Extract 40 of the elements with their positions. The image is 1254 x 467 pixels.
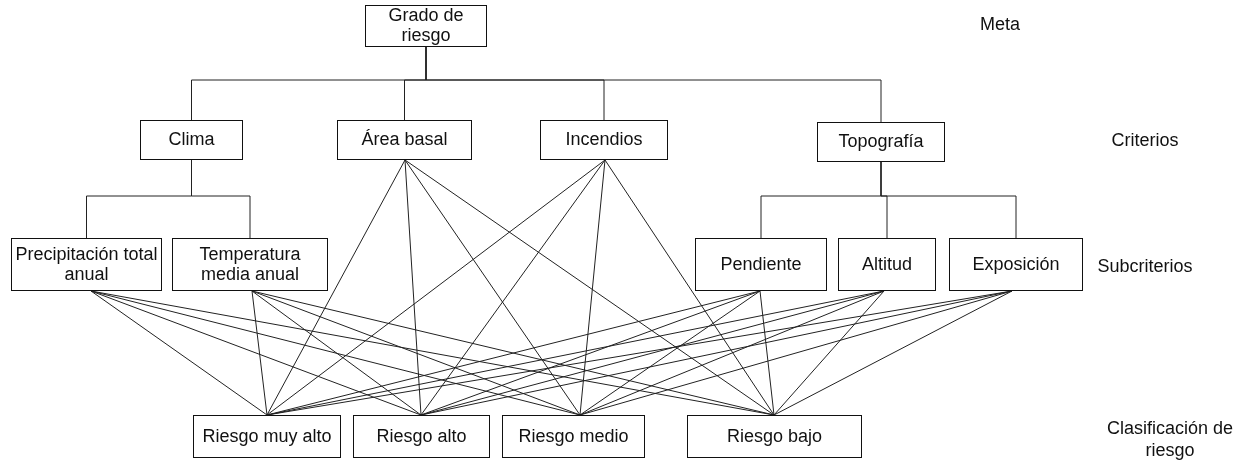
connector-line [420,290,761,416]
connector-line [90,290,268,416]
node-box: Riesgo medio [502,415,645,458]
connector-line [759,290,775,416]
node-box: Clima [140,120,243,160]
node-box: Riesgo bajo [687,415,862,458]
connector-line [579,290,761,416]
node-box: Riesgo muy alto [193,415,341,458]
connector-line [880,161,1017,239]
connector-line [425,46,882,123]
connector-line [404,159,581,416]
connector-line [266,159,606,416]
connector-line [404,159,422,416]
level-label: Clasificación de riesgo [1105,418,1235,462]
node-box: Topografía [817,122,945,162]
node-box: Pendiente [695,238,827,291]
connector-line [251,290,422,416]
connector-line [579,290,1013,416]
connector-line [773,290,885,416]
node-box: Exposición [949,238,1083,291]
connector-line [266,159,406,416]
node-box: Grado de riesgo [365,5,487,47]
connector-line [420,159,606,416]
node-box: Temperatura media anual [172,238,328,291]
connector-line [579,290,885,416]
connector-line [90,290,422,416]
node-box: Área basal [337,120,472,160]
connector-line [773,290,1013,416]
node-box: Incendios [540,120,668,160]
connector-line [579,159,606,416]
connector-line [604,159,775,416]
connector-line [251,290,581,416]
level-label: Subcriterios [1096,256,1194,278]
node-box: Riesgo alto [353,415,490,458]
connector-line [251,290,268,416]
connector-line [404,159,775,416]
level-label: Criterios [1110,130,1180,152]
level-label: Meta [979,14,1021,36]
node-box: Altitud [838,238,936,291]
node-box: Precipitación total anual [11,238,162,291]
